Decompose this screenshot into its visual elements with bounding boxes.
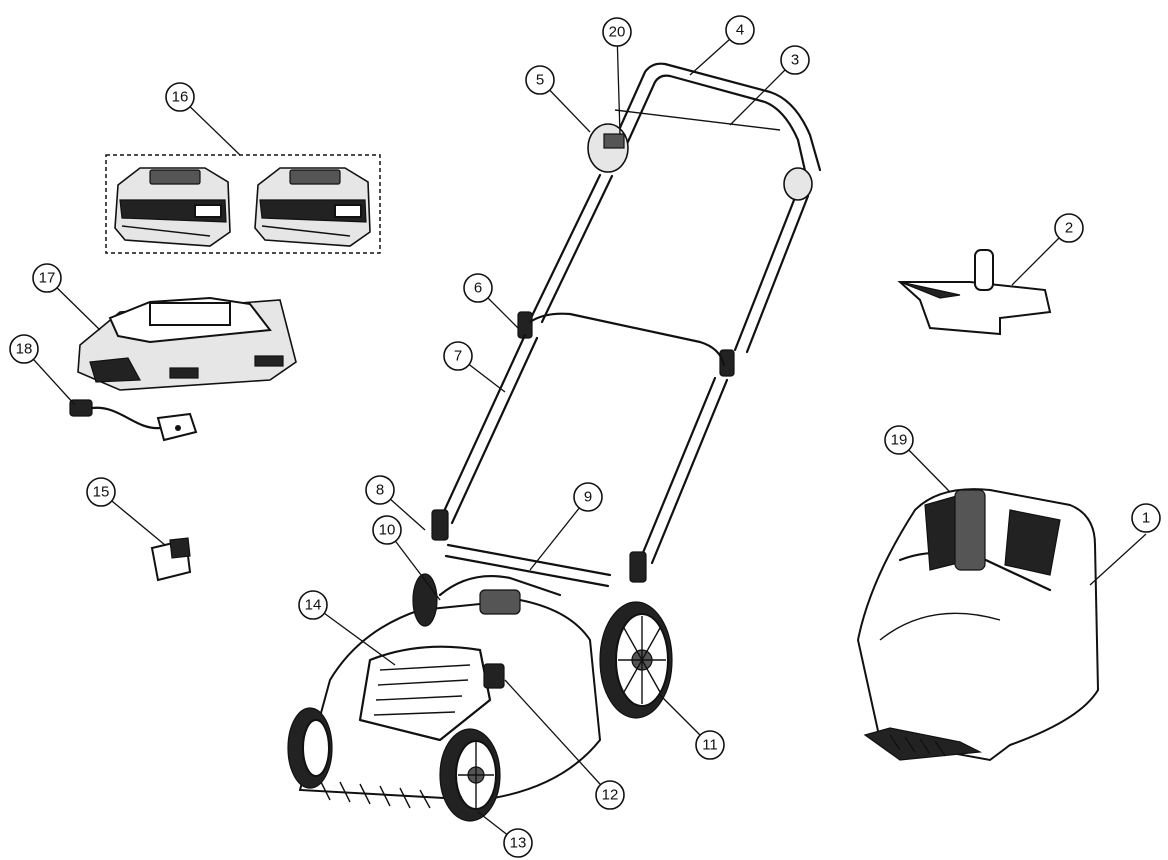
callout-label-15: 15 (93, 484, 110, 501)
callout-label-16: 16 (172, 89, 189, 106)
callout-label-3: 3 (791, 52, 799, 69)
battery-dashed-box (105, 154, 381, 254)
safety-key (150, 537, 192, 582)
battery-left (114, 167, 231, 247)
callout-12: 12 (595, 780, 625, 810)
callout-20: 20 (602, 17, 632, 47)
callout-label-13: 13 (510, 835, 527, 852)
callout-17: 17 (32, 263, 62, 293)
callout-4: 4 (725, 15, 755, 45)
callout-8: 8 (365, 475, 395, 505)
callout-7: 7 (443, 341, 473, 371)
callout-label-1: 1 (1142, 510, 1150, 527)
battery-right (254, 167, 371, 247)
grass-catcher (856, 488, 1100, 762)
callout-label-14: 14 (305, 597, 322, 614)
callout-label-7: 7 (454, 348, 462, 365)
charger (77, 296, 297, 391)
callout-18: 18 (9, 334, 39, 364)
callout-19: 19 (884, 425, 914, 455)
callout-3: 3 (780, 45, 810, 75)
callout-label-2: 2 (1065, 220, 1073, 237)
callout-label-17: 17 (39, 270, 56, 287)
callout-label-18: 18 (16, 341, 33, 358)
callout-label-10: 10 (379, 522, 396, 539)
callout-label-6: 6 (474, 280, 482, 297)
handle-assembly (431, 62, 822, 588)
callout-label-9: 9 (584, 489, 592, 506)
callout-10: 10 (372, 515, 402, 545)
callout-1: 1 (1131, 503, 1161, 533)
callout-label-12: 12 (602, 787, 619, 804)
callout-9: 9 (573, 482, 603, 512)
rear-wheel (599, 601, 673, 719)
left-rear-wheel (412, 573, 438, 627)
power-cord (69, 399, 198, 442)
front-wheel (439, 728, 501, 822)
callout-label-11: 11 (702, 737, 718, 754)
callout-label-4: 4 (736, 22, 744, 39)
callout-14: 14 (298, 590, 328, 620)
callout-13: 13 (503, 828, 533, 858)
callout-5: 5 (525, 65, 555, 95)
callout-label-8: 8 (376, 482, 384, 499)
callout-label-5: 5 (536, 72, 544, 89)
callout-label-20: 20 (609, 24, 626, 41)
mulch-plug (897, 249, 1052, 336)
callout-15: 15 (86, 477, 116, 507)
callout-6: 6 (463, 273, 493, 303)
callout-label-19: 19 (891, 432, 908, 449)
battery-pack-group (105, 154, 381, 254)
callout-16: 16 (165, 82, 195, 112)
callout-11: 11 (695, 730, 725, 760)
callout-2: 2 (1054, 213, 1084, 243)
left-front-wheel (287, 707, 333, 789)
